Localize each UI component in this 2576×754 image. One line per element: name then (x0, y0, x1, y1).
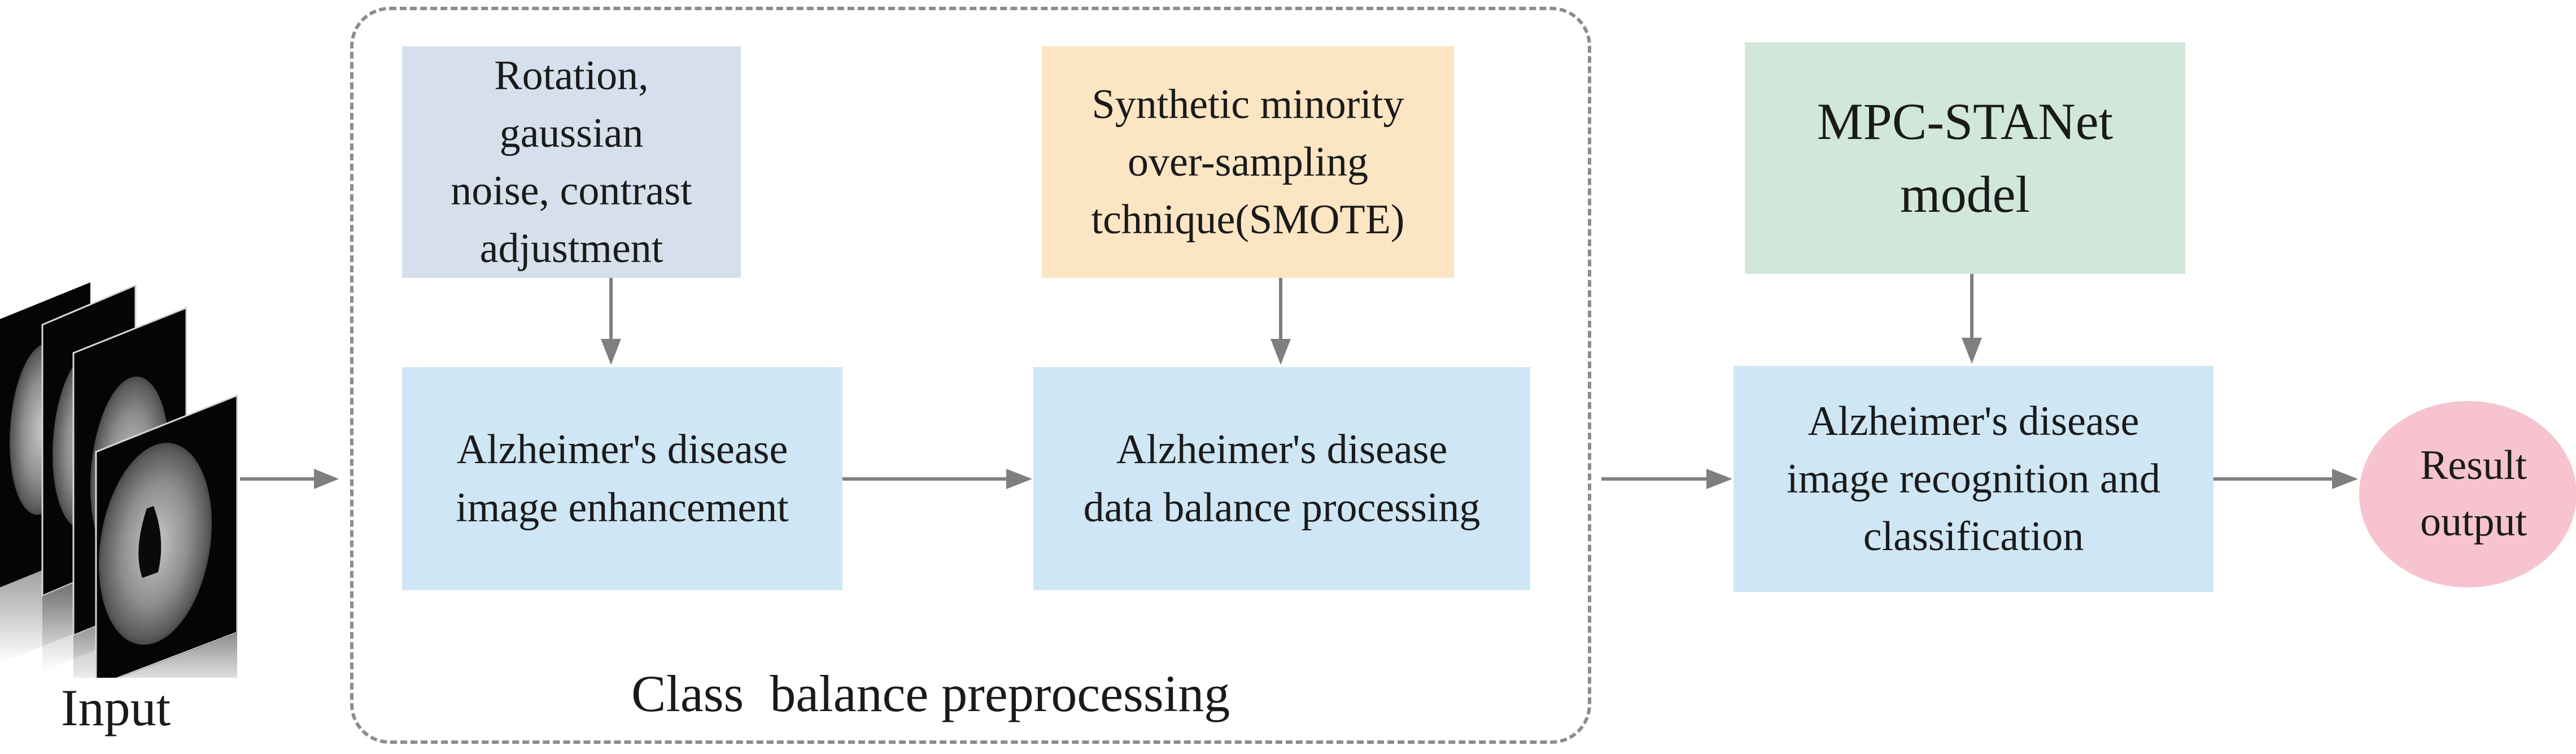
mri-slice-4 (95, 394, 238, 678)
class-balance-preprocessing-group (350, 7, 1591, 744)
group-label: Class balance preprocessing (631, 665, 1230, 722)
node-text: data balance processing (1083, 484, 1481, 531)
node-text: image enhancement (456, 484, 789, 531)
augmentation-methods-box: Rotation, gaussian noise, contrast adjus… (402, 46, 741, 278)
smote-box: Synthetic minority over-sampling tchniqu… (1042, 46, 1454, 278)
node-text: adjustment (479, 225, 663, 272)
node-text: classification (1863, 513, 2084, 560)
node-text: Result (2420, 442, 2527, 489)
node-text: Synthetic minority (1091, 81, 1404, 128)
image-enhancement-box: Alzheimer's disease image enhancement (402, 367, 842, 590)
data-balance-processing-box: Alzheimer's disease data balance process… (1033, 367, 1530, 590)
node-text: over-sampling (1128, 138, 1368, 185)
node-text: Alzheimer's disease (456, 426, 788, 473)
arrow-recognition-to-result (2213, 469, 2358, 489)
arrow-balance-to-recognition (1601, 469, 1732, 489)
node-text: MPC-STANet (1817, 93, 2114, 151)
arrow-augmentation-to-enhancement (601, 278, 621, 365)
node-text: Alzheimer's disease (1116, 426, 1448, 473)
node-text: output (2420, 499, 2527, 545)
node-text: Alzheimer's disease (1807, 398, 2140, 444)
input-label: Input (61, 679, 171, 736)
node-text: image recognition and (1787, 455, 2160, 502)
node-text: tchnique(SMOTE) (1091, 197, 1405, 243)
node-text: model (1900, 165, 2030, 223)
node-text: Rotation, gaussian (494, 52, 649, 156)
input-mri-stack (0, 282, 238, 678)
arrow-smote-to-balance (1270, 278, 1291, 365)
recognition-classification-box: Alzheimer's disease image recognition an… (1734, 366, 2213, 592)
node-text: noise, contrast (451, 168, 692, 214)
arrow-enhancement-to-balance (842, 469, 1032, 489)
arrow-model-to-recognition (1962, 274, 1982, 364)
result-output-node: Result output (2359, 401, 2576, 587)
mpc-stanet-model-box: MPC-STANet model (1745, 42, 2185, 274)
arrow-input-to-enhancement (240, 469, 339, 489)
